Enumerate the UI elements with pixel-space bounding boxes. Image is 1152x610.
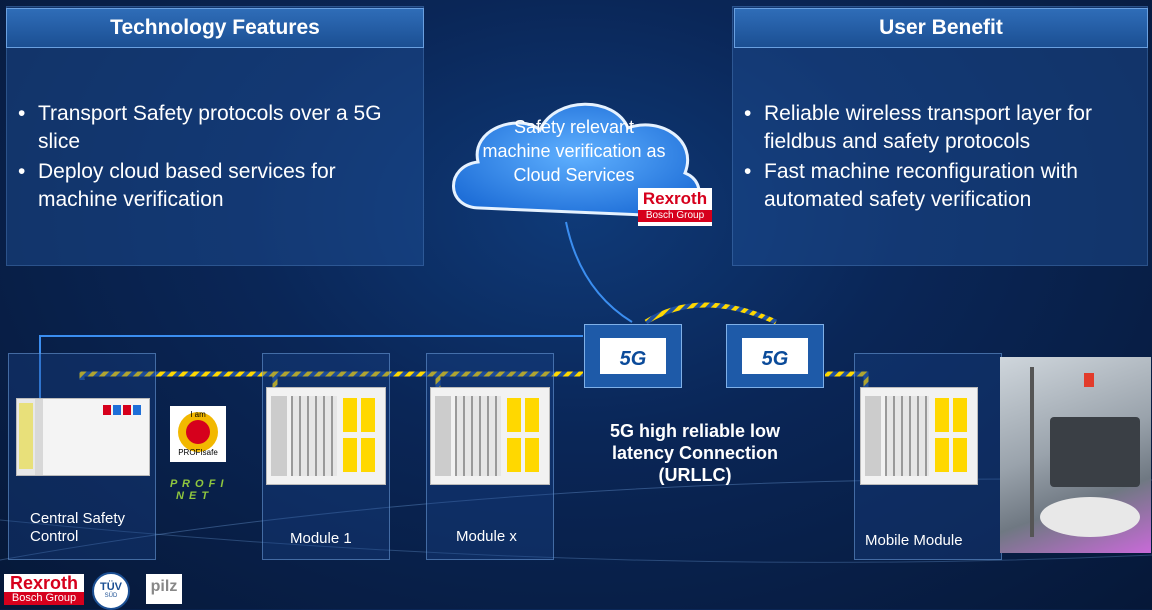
fiveg-router-right: 5G bbox=[726, 324, 824, 388]
safety-controller-device bbox=[16, 398, 150, 476]
central-safety-control-label: Central Safety Control bbox=[30, 510, 125, 546]
cloud-caption-line: Cloud Services bbox=[513, 165, 635, 185]
technology-features-title: Technology Features bbox=[6, 8, 424, 48]
module-x-label: Module x bbox=[456, 528, 517, 545]
user-benefit-list: Reliable wireless transport layer for fi… bbox=[742, 100, 1146, 216]
tuv-logo-sub: SÜD bbox=[104, 593, 118, 599]
fiveg-label: 5G bbox=[761, 348, 789, 370]
pilz-logo-text: pilz bbox=[150, 578, 178, 595]
rexroth-logo-text: Rexroth bbox=[642, 189, 708, 208]
cloud-link-line bbox=[565, 221, 633, 323]
cloud-caption-line: machine verification as bbox=[482, 141, 666, 161]
io-module-device bbox=[860, 387, 978, 485]
technology-features-list: Transport Safety protocols over a 5G sli… bbox=[16, 100, 408, 216]
user-benefit-title: User Benefit bbox=[734, 8, 1148, 48]
urllc-caption: 5G high reliable low latency Connection … bbox=[590, 420, 800, 486]
benefit-bullet: Reliable wireless transport layer for fi… bbox=[742, 100, 1146, 156]
module-1-label: Module 1 bbox=[290, 530, 352, 547]
profinet-logo: P R O F I N E T bbox=[170, 478, 232, 508]
fiveg-label: 5G bbox=[619, 348, 647, 370]
mobile-module-label: Mobile Module bbox=[865, 532, 963, 549]
central-label-line: Control bbox=[30, 528, 79, 545]
feature-bullet: Transport Safety protocols over a 5G sli… bbox=[16, 100, 408, 156]
io-module-device bbox=[430, 387, 550, 485]
urllc-caption-line: latency Connection bbox=[611, 443, 779, 463]
profisafe-bottom-text: PROFIsafe bbox=[178, 448, 218, 457]
feature-bullet: Deploy cloud based services for machine … bbox=[16, 158, 408, 214]
bosch-group-footer-text: Bosch Group bbox=[4, 592, 84, 605]
pilz-logo: pilz bbox=[146, 574, 182, 604]
rexroth-cloud-logo: Rexroth Bosch Group bbox=[638, 188, 712, 226]
mobile-robot-photo bbox=[1000, 357, 1151, 553]
profisafe-logo: I am PROFIsafe bbox=[170, 406, 226, 462]
rexroth-footer-text: Rexroth bbox=[4, 574, 84, 592]
tuv-logo-text: TÜV bbox=[100, 581, 122, 593]
fiveg-logo-icon: 5G bbox=[600, 338, 666, 374]
wireless-link-line bbox=[644, 302, 778, 325]
benefit-bullet: Fast machine reconfiguration with automa… bbox=[742, 158, 1146, 214]
fieldbus-line bbox=[79, 371, 583, 380]
bosch-group-text: Bosch Group bbox=[638, 210, 712, 222]
urllc-caption-line: 5G high reliable low bbox=[609, 421, 781, 441]
fiveg-router-left: 5G bbox=[584, 324, 682, 388]
profinet-bottom-text: N E T bbox=[176, 490, 210, 502]
fiveg-logo-icon: 5G bbox=[742, 338, 808, 374]
rexroth-footer-logo: Rexroth Bosch Group bbox=[4, 574, 84, 606]
cloud-shape bbox=[452, 102, 701, 218]
profinet-top-text: P R O F I bbox=[170, 478, 225, 490]
profisafe-top-text: I am bbox=[190, 410, 206, 419]
cloud-caption-line: Safety relevant bbox=[513, 117, 635, 137]
central-label-line: Central Safety bbox=[30, 510, 126, 527]
io-module-device bbox=[266, 387, 386, 485]
urllc-caption-line: (URLLC) bbox=[658, 465, 732, 485]
tuv-logo: TÜV SÜD bbox=[92, 572, 130, 610]
control-link-line bbox=[39, 335, 583, 400]
cloud-caption: Safety relevant machine verification as … bbox=[466, 115, 682, 187]
